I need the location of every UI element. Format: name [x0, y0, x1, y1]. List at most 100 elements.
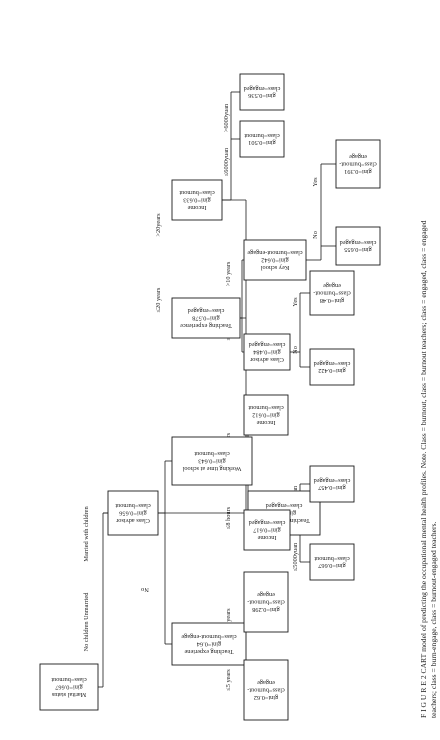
tree-nodes: Marital statusgini=0.667class=burnoutCla…	[39, 73, 381, 721]
edge-label: No	[312, 231, 319, 239]
node-box	[243, 394, 289, 436]
edge-label: ≤6000yuan	[223, 147, 230, 176]
node-box	[239, 120, 285, 158]
node-text: class=burnout-engage	[247, 249, 303, 256]
node-box	[309, 465, 355, 503]
node-text: class=burnout	[194, 450, 230, 457]
node-box	[171, 436, 253, 486]
node-text: gini=0.501	[248, 139, 276, 146]
edge-label: No children Unmarried	[83, 592, 90, 652]
node-box	[309, 543, 355, 581]
node-text: class=engaged	[265, 502, 303, 509]
node-teaching-exp-advisor: Teaching experienegini=0.64class=burnout…	[171, 622, 247, 666]
node-working-time: Working time at schoolgini=0.643class=bu…	[171, 436, 253, 486]
node-text: class=burnout-	[313, 290, 350, 297]
node-text: gini=0.667	[318, 562, 346, 569]
edge-label: ≤5000yuan	[292, 542, 299, 571]
node-text: gini=0.642	[261, 257, 289, 264]
edge-label: > 5 years	[225, 608, 232, 632]
node-teaching-exp-mid: Teaching experiencegini=0.578class=engag…	[171, 297, 241, 339]
node-text: class=burnout-engage	[181, 633, 237, 640]
node-text: class=engaged	[248, 519, 286, 526]
node-text: class=burnout-	[247, 687, 284, 694]
node-box	[243, 509, 291, 551]
node-text: gini=0.391	[344, 168, 372, 175]
edge-label: No	[141, 586, 149, 593]
node-text: gini=0.656	[119, 510, 147, 517]
caption-line: teachers; class = burn-engage, class = b…	[429, 521, 438, 718]
node-text: gini=0.667	[55, 684, 83, 691]
node-text: class=burnout	[51, 676, 87, 683]
node-text: class=burnout	[314, 555, 350, 562]
node-text: gini=0.655	[344, 246, 372, 253]
node-text: class=burnout-	[339, 161, 376, 168]
figure-caption: F I G U R E 2 CART model of predicting t…	[419, 220, 438, 718]
edge-label: Yes	[312, 177, 319, 187]
node-box	[171, 622, 247, 666]
node-text: class=engaged	[313, 477, 351, 484]
node-text: gini=0.578	[192, 315, 220, 322]
edge-label: ≤20 years	[155, 287, 162, 312]
caption-line: F I G U R E 2 CART model of predicting t…	[419, 220, 428, 718]
node-text: Marital status	[51, 691, 86, 698]
node-text: gini=0.422	[318, 367, 346, 374]
node-box	[243, 571, 289, 633]
node-text: gini=0.298	[252, 606, 280, 613]
node-box	[243, 239, 307, 281]
node-text: class=burnout	[179, 189, 215, 196]
node-box	[107, 490, 159, 536]
node-text: Income	[256, 419, 275, 426]
node-text: class=engaged	[187, 307, 225, 314]
node-text: class=burnout	[115, 502, 151, 509]
node-text: Teaching experience	[180, 322, 232, 329]
edge-label: >20years	[155, 213, 162, 237]
edge-label: >10 years	[225, 261, 232, 286]
node-text: Class advisor	[249, 356, 284, 363]
node-text: gini=0.64	[196, 641, 221, 648]
node-box	[239, 73, 285, 111]
node-box	[243, 659, 289, 721]
node-box	[335, 226, 381, 266]
node-text: gini=0.484	[252, 349, 280, 356]
node-text: class=burnout	[244, 132, 280, 139]
node-text: Working time at school	[182, 465, 241, 472]
node-box	[171, 179, 223, 221]
node-text: engage	[257, 591, 275, 598]
node-text: Income	[187, 204, 206, 211]
node-text: gini=0.617	[253, 527, 281, 534]
edge-label: >6000yuan	[223, 103, 230, 132]
node-box	[243, 333, 291, 371]
node-box	[335, 139, 381, 189]
node-text: gini=0.633	[183, 197, 211, 204]
node-text: class=engaged	[339, 239, 377, 246]
node-text: engage	[349, 153, 367, 160]
edge-label: ≤5 years	[225, 669, 232, 691]
node-text: Income	[257, 534, 276, 541]
node-box	[309, 270, 355, 316]
edge-label: Yes	[292, 297, 299, 307]
node-text: class=engaged	[248, 341, 286, 348]
node-text: gini=0.62	[254, 694, 278, 701]
node-text: engage	[257, 679, 275, 686]
node-text: gini=0.612	[252, 412, 280, 419]
edge-label: No	[292, 346, 299, 354]
node-text: gini=0.643	[198, 458, 226, 465]
node-text: engage	[323, 282, 341, 289]
